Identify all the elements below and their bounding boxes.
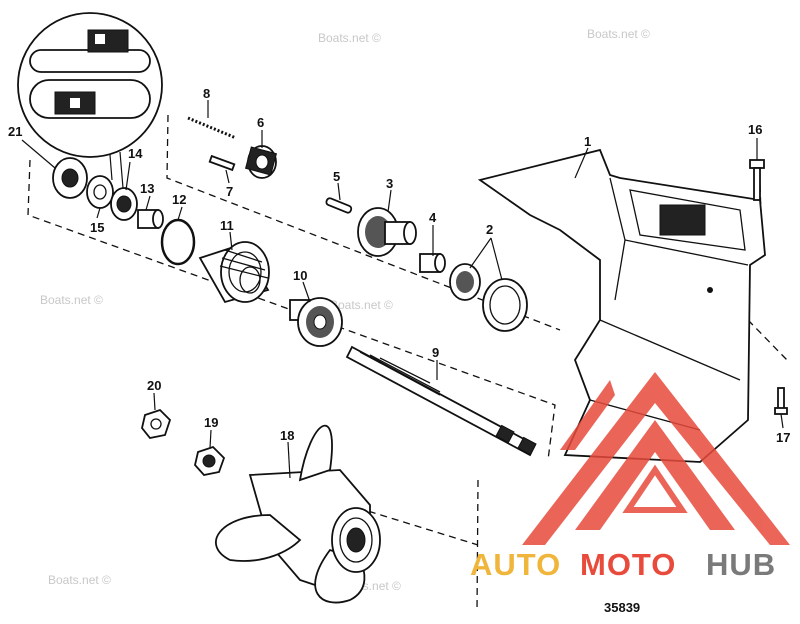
- callout-6: 6: [257, 115, 264, 130]
- watermark: Boats.net ©: [48, 573, 111, 587]
- needle-bearing: [137, 209, 164, 229]
- thrust-washer: [52, 157, 88, 199]
- callout-16: 16: [748, 122, 762, 137]
- callout-15: 15: [90, 220, 104, 235]
- upper-assembly-outline: [166, 114, 561, 331]
- callout-3: 3: [386, 176, 393, 191]
- o-ring: [160, 218, 196, 266]
- callout-7: 7: [226, 184, 233, 199]
- screw-17: [774, 387, 788, 415]
- oil-seal-15: [86, 175, 114, 209]
- bearing-carrier: [198, 241, 270, 304]
- cross-pin: [325, 197, 353, 214]
- retainer-spring: [187, 116, 237, 140]
- callout-12: 12: [172, 192, 186, 207]
- callout-21: 21: [8, 124, 22, 139]
- leader-lines: [21, 100, 784, 479]
- bearing-sleeve: [419, 253, 446, 273]
- callout-8: 8: [203, 86, 210, 101]
- shaft-assembly-outline: [27, 159, 556, 461]
- brand-hub: HUB: [706, 547, 776, 582]
- callout-14: 14: [128, 146, 143, 161]
- watermark: Boats.net ©: [587, 27, 650, 41]
- watermark: Boats.net ©: [330, 298, 393, 312]
- callout-19: 19: [204, 415, 218, 430]
- callout-18: 18: [280, 428, 294, 443]
- callout-17: 17: [776, 430, 790, 445]
- detail-inset: [17, 12, 163, 189]
- oil-seal-14: [110, 187, 138, 221]
- automotohub-logo: [522, 372, 790, 545]
- watermark: Boats.net ©: [40, 293, 103, 307]
- clutch: [244, 145, 278, 179]
- watermark: Boats.net ©: [318, 31, 381, 45]
- callout-13: 13: [140, 181, 154, 196]
- callout-1: 1: [584, 134, 591, 149]
- detent-pin: [208, 154, 236, 172]
- callout-2: 2: [486, 222, 493, 237]
- forward-gear-bearing: [449, 263, 528, 332]
- callout-9: 9: [432, 345, 439, 360]
- figure-id: 35839: [604, 600, 640, 615]
- propeller-shaft: [345, 345, 537, 457]
- callout-10: 10: [293, 268, 307, 283]
- propeller: [215, 424, 381, 604]
- callout-20: 20: [147, 378, 161, 393]
- nut-19: [194, 445, 226, 476]
- callout-4: 4: [429, 210, 437, 225]
- propeller-outline: [476, 479, 479, 613]
- reverse-gear: [289, 297, 343, 347]
- nut-20: [141, 408, 172, 439]
- gear-housing: [477, 148, 766, 463]
- screw-16: [749, 159, 765, 201]
- callout-11: 11: [220, 218, 234, 233]
- brand-auto: AUTO: [470, 547, 561, 582]
- brand-moto: MOTO: [580, 547, 676, 582]
- forward-gear: [357, 207, 417, 257]
- callout-5: 5: [333, 169, 340, 184]
